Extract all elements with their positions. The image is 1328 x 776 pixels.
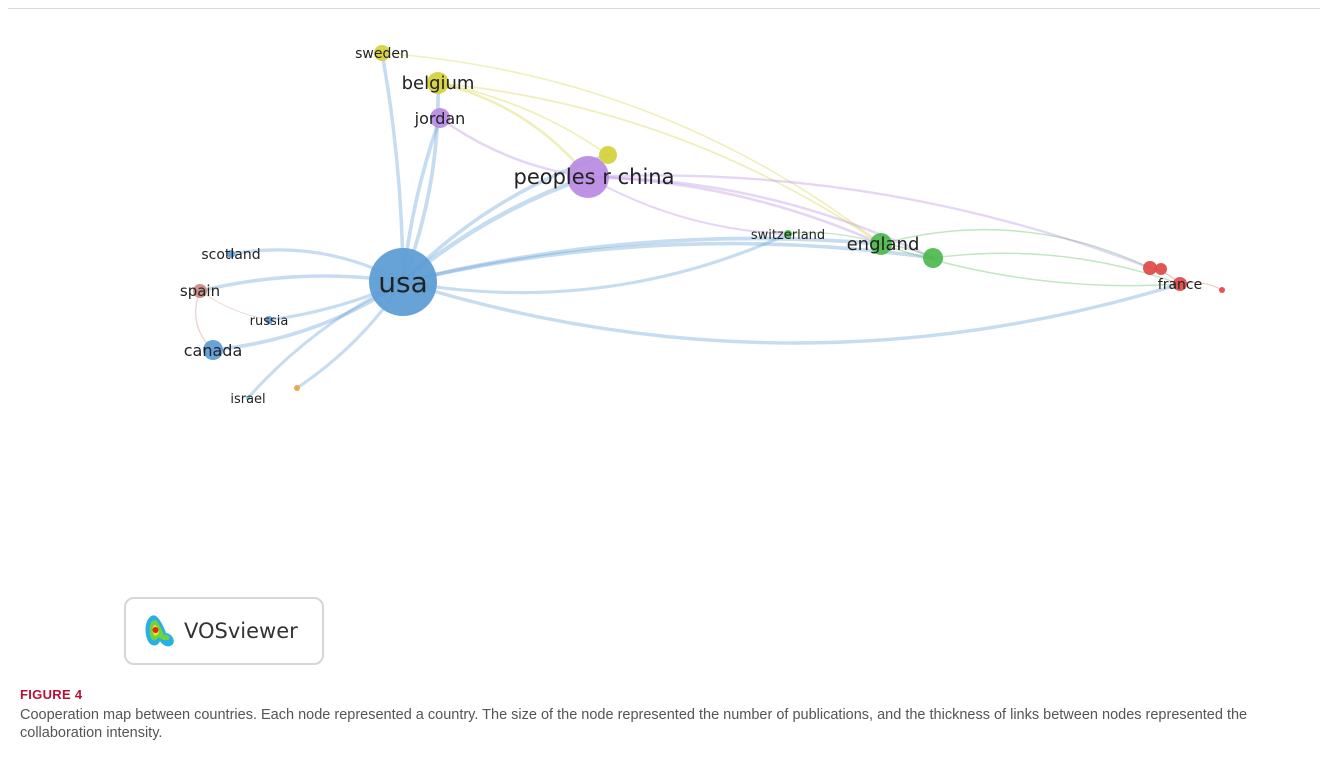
node-label-sweden: sweden (355, 46, 409, 62)
link-usa-france (401, 280, 1182, 345)
link-usa-england (401, 236, 883, 284)
link-belgium-peoples-r-china (436, 81, 590, 179)
node-israel[interactable] (246, 396, 250, 400)
nodes-layer (193, 45, 1225, 400)
node-label-peoples-r-china: peoples r china (514, 165, 675, 189)
node-red-unlabeled-1[interactable] (1143, 261, 1157, 275)
link-peoples-r-china-switzerland (586, 175, 790, 236)
figure-caption: FIGURE 4 Cooperation map between countri… (20, 687, 1320, 742)
node-belgium[interactable] (427, 72, 449, 94)
node-red-unlabeled-2[interactable] (1155, 263, 1167, 275)
node-label-russia: russia (250, 314, 289, 329)
link-sweden-england (381, 52, 882, 245)
node-spain[interactable] (193, 284, 207, 298)
node-scotland[interactable] (227, 250, 235, 258)
node-label-spain: spain (180, 282, 220, 300)
link-peoples-r-china-england (586, 175, 883, 246)
node-canada[interactable] (203, 340, 223, 360)
node-france[interactable] (1173, 277, 1187, 291)
links-layer (194, 51, 1223, 400)
link-england-france (880, 243, 1181, 287)
node-russia[interactable] (265, 316, 273, 324)
link-usa-green-unlabeled (401, 241, 935, 284)
node-label-france: france (1158, 277, 1202, 293)
link-spain-russia (199, 290, 270, 321)
link-usa-sweden (380, 51, 405, 284)
node-england[interactable] (870, 233, 892, 255)
link-belgium-england (437, 82, 882, 245)
node-red-unlabeled-3[interactable] (1219, 287, 1225, 293)
labels-layer: usa peoples r china jordan belgium sweden eng… (180, 46, 1202, 407)
node-sweden[interactable] (374, 45, 390, 61)
node-orange-unlabeled[interactable] (294, 385, 300, 391)
node-label-usa: usa (378, 266, 428, 299)
node-label-canada: canada (184, 341, 243, 360)
link-england-red-unlabeled-1 (880, 228, 1151, 269)
vosviewer-logo: VOSviewer (124, 597, 324, 665)
node-jordan[interactable] (430, 108, 450, 128)
link-usa-switzerland (401, 232, 790, 295)
node-green-unlabeled[interactable] (923, 248, 943, 268)
node-label-jordan: jordan (414, 109, 466, 128)
node-yellow-unlabeled[interactable] (599, 146, 617, 164)
link-peoples-r-china-red-unlabeled-1 (586, 174, 1152, 270)
vosviewer-logo-text: VOSviewer (184, 619, 298, 643)
figure-label: FIGURE 4 (20, 687, 83, 702)
node-peoples-r-china[interactable] (567, 156, 609, 198)
node-label-israel: israel (230, 392, 265, 407)
node-usa[interactable] (369, 248, 437, 316)
node-switzerland[interactable] (784, 230, 792, 238)
node-label-belgium: belgium (402, 73, 475, 94)
node-label-england: england (847, 234, 920, 255)
node-label-switzerland: switzerland (751, 228, 825, 243)
country-network-map: usa peoples r china jordan belgium sweden eng… (180, 45, 1225, 407)
vosviewer-logo-icon (145, 615, 174, 647)
link-belgium-yellow-unlabeled (437, 82, 609, 156)
figure-frame: usa peoples r china jordan belgium sweden eng… (8, 8, 1320, 769)
node-label-scotland: scotland (201, 247, 260, 263)
figure-caption-text: Cooperation map between countries. Each … (20, 707, 1248, 741)
